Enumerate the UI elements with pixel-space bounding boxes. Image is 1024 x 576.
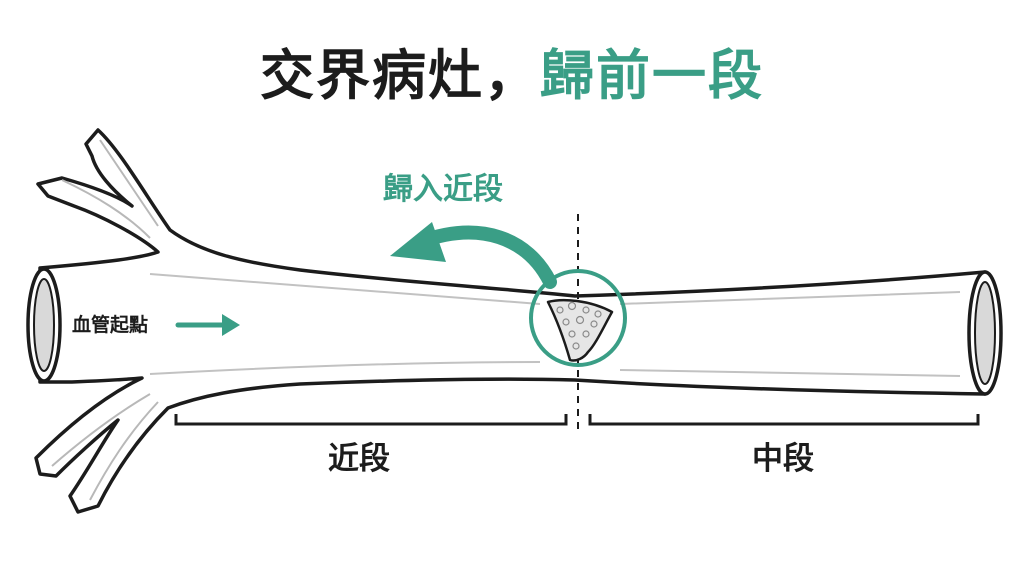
curved-arrow-icon — [390, 222, 557, 289]
shading-line — [149, 273, 541, 305]
proximal-segment-label: 近段 — [328, 441, 390, 477]
branch-wall-line — [61, 179, 151, 239]
lesion-plaque — [546, 298, 614, 362]
page-title: 交界病灶，歸前一段 — [0, 44, 1024, 108]
proximal-opening — [26, 267, 62, 383]
proximal-bracket — [174, 414, 568, 426]
lesion-highlight-circle — [529, 269, 627, 367]
middle-bracket — [588, 414, 980, 426]
right-arrow-icon — [175, 314, 240, 336]
vessel-origin-label: 血管起點 — [72, 314, 149, 336]
title-part-main: 交界病灶， — [260, 44, 540, 107]
shading-line — [619, 369, 961, 377]
shading-line — [149, 361, 541, 375]
title-part-highlight: 歸前一段 — [540, 44, 764, 107]
shading-line — [619, 291, 961, 305]
branch-wall-line — [51, 393, 151, 467]
middle-segment-label: 中段 — [752, 441, 814, 477]
distal-opening — [967, 270, 1003, 396]
assign-proximal-label: 歸入近段 — [383, 172, 503, 207]
branch-wall-line — [89, 401, 159, 501]
vessel-body — [34, 128, 987, 514]
branch-wall-line — [99, 139, 159, 227]
